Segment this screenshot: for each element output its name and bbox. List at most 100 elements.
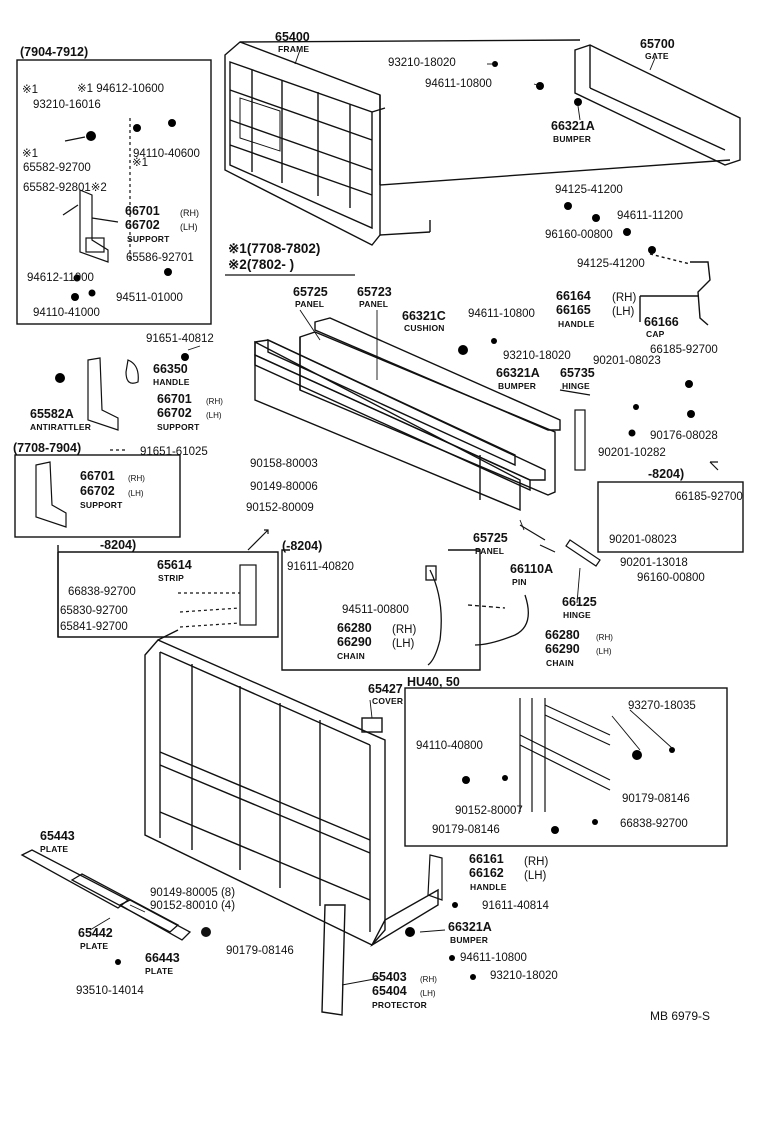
support-3-lh-tag: (LH) (128, 489, 144, 498)
plate-3-number: 66443 (145, 951, 180, 965)
support-66702-drawing (55, 353, 189, 451)
chain-1-rh-tag: (RH) (392, 624, 417, 636)
part-90149-80005: 90149-80005 (8) (150, 887, 236, 899)
group-7708-7904: (7708-7904) (13, 441, 82, 455)
plate-1-number: 65443 (40, 829, 75, 843)
part-93210-16016: 93210-16016 (33, 99, 101, 111)
protector-lh-tag: (LH) (420, 989, 436, 998)
part-94612-11000: 94612-11000 (27, 272, 94, 284)
chain-66280-drawing (425, 565, 529, 666)
chain-2-lh-number: 66290 (545, 642, 580, 656)
bumper-2-number: 66321A (496, 366, 540, 380)
part-96160-00800-b: 96160-00800 (637, 572, 705, 584)
part-65582-92801: 65582-92801※2 (23, 182, 107, 194)
part-94125-41200-b: 94125-41200 (577, 258, 645, 270)
support-66701-drawing (62, 118, 176, 301)
part-94110-40600: 94110-40600 (133, 148, 200, 160)
handle-3-lh-number: 66162 (469, 866, 504, 880)
support-1-rh-number: 66701 (125, 204, 160, 218)
chain-2-rh-number: 66280 (545, 628, 580, 642)
handle-66161-drawing (405, 854, 476, 980)
handle-2-number: 66350 (153, 362, 188, 376)
handle-1-lh-tag: (LH) (612, 306, 635, 318)
protector-rh-tag: (RH) (420, 975, 437, 984)
support-2-name: SUPPORT (157, 422, 200, 432)
mark-1b: ※1 (132, 157, 149, 169)
support-1-name: SUPPORT (127, 234, 170, 244)
cushion-name: CUSHION (404, 323, 445, 333)
part-66838-92700-a: 66838-92700 (68, 586, 136, 598)
chain-2-lh-tag: (LH) (596, 647, 612, 656)
strip-number: 65614 (157, 558, 192, 572)
hu40-frame-drawing (462, 698, 675, 834)
part-93210-18020-top: 93210-18020 (388, 57, 456, 69)
handle-3-rh-number: 66161 (469, 852, 504, 866)
handle-3-name: HANDLE (470, 882, 507, 892)
hinge-1-number: 65735 (560, 366, 595, 380)
part-90201-08023-a: 90201-08023 (593, 355, 661, 367)
part-90149-80006: 90149-80006 (250, 481, 318, 493)
panel-3-number: 65725 (473, 531, 508, 545)
handle-2-name: HANDLE (153, 377, 190, 387)
part-91651-61025: 91651-61025 (140, 446, 208, 458)
note-1: ※1(7708-7802) (228, 241, 321, 256)
part-93510-14014: 93510-14014 (76, 985, 144, 997)
chain-1-lh-number: 66290 (337, 635, 372, 649)
protector-lh-number: 65404 (372, 984, 407, 998)
gate-65700-drawing (574, 44, 741, 166)
part-96160-00800-a: 96160-00800 (545, 229, 613, 241)
part-66185-92700-b: 66185-92700 (675, 491, 743, 503)
diagram-code: MB 6979-S (650, 1009, 711, 1023)
support-2-rh-tag: (RH) (206, 397, 223, 406)
panel-3-name: PANEL (475, 546, 505, 556)
group-8204-strip: -8204) (100, 538, 137, 552)
part-91611-40814: 91611-40814 (482, 900, 549, 912)
support-3-rh-number: 66701 (80, 469, 115, 483)
part-93270-18035: 93270-18035 (628, 700, 696, 712)
support-3-lh-number: 66702 (80, 484, 115, 498)
group-8204-right: -8204) (648, 467, 685, 481)
front-frame-drawing (144, 629, 439, 1016)
protector-name: PROTECTOR (372, 1000, 428, 1010)
bumper-1-name: BUMPER (553, 134, 592, 144)
group-hu40: HU40, 50 (407, 675, 460, 689)
bumper-2-name: BUMPER (498, 381, 537, 391)
group-8204-chain: (-8204) (282, 539, 323, 553)
support-2-lh-tag: (LH) (206, 411, 222, 420)
bumper-3-number: 66321A (448, 920, 492, 934)
mark-1c: ※1 (22, 148, 39, 160)
part-90179-08146-c: 90179-08146 (226, 945, 294, 957)
hinge-2-number: 66125 (562, 595, 597, 609)
plate-3-name: PLATE (145, 966, 174, 976)
part-90179-08146-b: 90179-08146 (432, 824, 500, 836)
hinge-66125-drawing (458, 61, 695, 567)
handle-3-lh-tag: (LH) (524, 870, 547, 882)
part-65830-92700: 65830-92700 (60, 605, 128, 617)
note-2: ※2(7802- ) (228, 257, 295, 272)
chain-2-rh-tag: (RH) (596, 633, 613, 642)
part-94611-10800-mid: 94611-10800 (468, 308, 535, 320)
handle-3-rh-tag: (RH) (524, 856, 549, 868)
part-65582-92700: 65582-92700 (23, 162, 91, 174)
part-90152-80009: 90152-80009 (246, 502, 314, 514)
pin-number: 66110A (510, 562, 554, 576)
bumper-1-number: 66321A (551, 119, 595, 133)
support-3-name: SUPPORT (80, 500, 123, 510)
part-65841-92700: 65841-92700 (60, 621, 128, 633)
protector-rh-number: 65403 (372, 970, 407, 984)
part-90152-80010: 90152-80010 (4) (150, 900, 236, 912)
frame-number: 65400 (275, 30, 310, 44)
panel-1-number: 65725 (293, 285, 328, 299)
part-90201-08023-b: 90201-08023 (609, 534, 677, 546)
support-3-rh-tag: (RH) (128, 474, 145, 483)
plate-2-name: PLATE (80, 941, 109, 951)
frame-65400-drawing (224, 39, 731, 246)
leader-lines (89, 49, 673, 986)
hinge-2-name: HINGE (563, 610, 591, 620)
panel-1-name: PANEL (295, 299, 325, 309)
chain-1-lh-tag: (LH) (392, 638, 415, 650)
antirattler-number: 65582A (30, 407, 74, 421)
part-94611-10800-bottom: 94611-10800 (460, 952, 527, 964)
support-1-rh-tag: (RH) (180, 208, 199, 218)
